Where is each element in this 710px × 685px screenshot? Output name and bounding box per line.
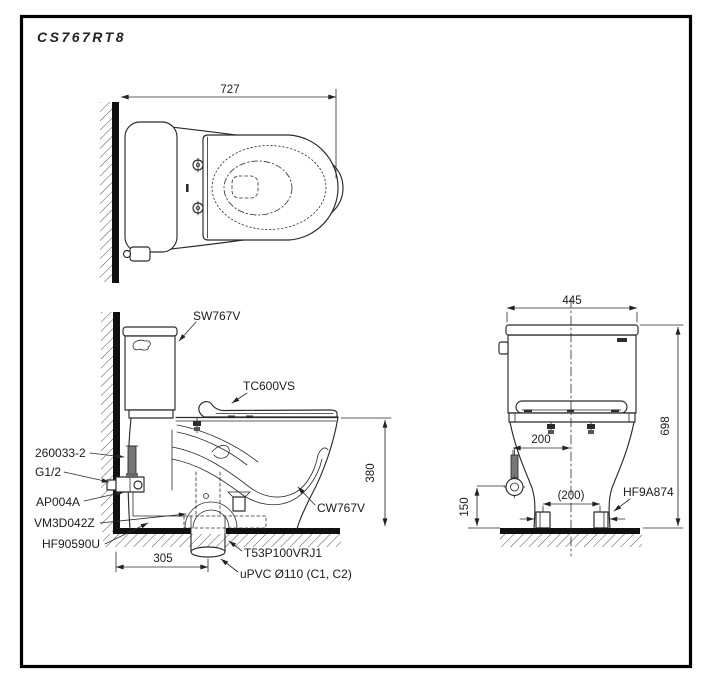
dimension-445: 445 [506, 295, 638, 323]
pedestal-front [509, 421, 635, 529]
dimension-727: 727 [120, 84, 337, 179]
cistern-front [498, 324, 639, 414]
stop-valve-assembly-side [106, 445, 185, 517]
seat-ring-dashed-outline [211, 145, 327, 230]
bowl-opening-dashed-outline [223, 160, 293, 216]
part-labels-side: SW767V TC600VS 260033-2 G1/2 AP004A VM3D… [34, 309, 365, 581]
dim-150-label: 150 [459, 497, 471, 516]
dim-727-label: 727 [220, 84, 239, 96]
label-stop-valve: AP004A [36, 495, 80, 509]
hinge-bolts-front [547, 421, 595, 435]
dim-200-label: 200 [531, 434, 550, 446]
label-cistern: SW767V [193, 309, 240, 323]
dimension-698: 698 [639, 324, 684, 529]
front-view: 445 698 200 (200) 150 HF9A874 [459, 295, 684, 557]
dim-305-label: 305 [153, 553, 172, 565]
dimension-200: 200 [512, 434, 571, 456]
supply-stub-top [122, 246, 151, 262]
seat-lid-side [193, 401, 338, 434]
water-spot-dashed-outline [231, 175, 259, 199]
supply-screw-rod [127, 445, 137, 477]
label-bolt-cap: HF9A874 [623, 485, 674, 499]
wall-section-side [101, 312, 120, 534]
label-hose: VM3D042Z [34, 516, 95, 530]
toilet-bowl-side [127, 416, 339, 530]
centre-tick-mark [186, 184, 189, 192]
seat-bolt-side [193, 417, 201, 434]
dimension-380: 380 [340, 417, 392, 527]
flush-button-front [498, 341, 509, 355]
dimension-200-bolts: (200) [542, 490, 601, 513]
label-bowl: CW767V [317, 501, 365, 515]
seat-front [515, 400, 628, 414]
wall-section-top [100, 102, 119, 283]
dim-445-label: 445 [562, 295, 581, 307]
cistern-side [122, 326, 178, 419]
floor-section-side [103, 528, 341, 547]
side-view: 380 305 SW767V TC600VS 260033-2 G1/2 AP0… [34, 309, 392, 581]
cistern-top [124, 121, 178, 253]
top-view: 727 [100, 84, 344, 283]
drain-pipe-side [190, 515, 226, 558]
label-thread: G1/2 [35, 465, 61, 479]
label-outlet-joint: T53P100VRJ1 [244, 546, 322, 560]
part-label-front: HF9A874 [613, 485, 674, 512]
dim-200-bolt-label: (200) [558, 490, 585, 502]
seat-lid-top [202, 134, 339, 241]
base-bolt-caps-front [519, 511, 626, 529]
drawing-frame [19, 14, 693, 669]
label-drain-pipe: uPVC Ø110 (C1, C2) [240, 567, 352, 581]
seat-hinge-bolts-top [192, 157, 204, 216]
dimension-150: 150 [459, 485, 506, 529]
dim-698-label: 698 [660, 416, 672, 435]
dim-380-label: 380 [365, 463, 377, 482]
label-flange: HF90590U [42, 537, 100, 551]
supply-valve-front [503, 448, 526, 499]
model-title: CS767RT8 [37, 29, 126, 45]
label-seat: TC600VS [243, 379, 295, 393]
rim-band-front [508, 412, 636, 423]
dimension-305: 305 [115, 551, 209, 573]
cistern-mark [617, 338, 627, 342]
label-supply-screw: 260033-2 [35, 446, 86, 460]
flush-button-side [132, 339, 151, 351]
